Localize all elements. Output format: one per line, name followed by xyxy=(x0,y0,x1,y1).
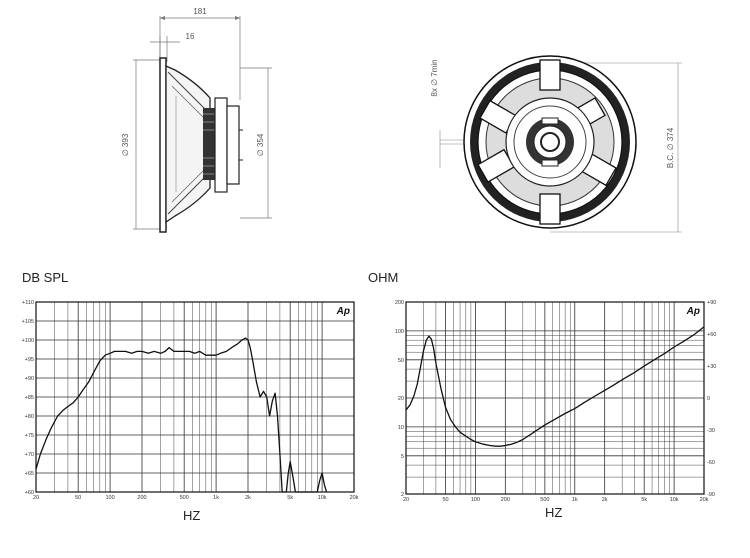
y-tick-label: +100 xyxy=(22,338,34,344)
impedance-chart-title: OHM xyxy=(368,270,399,285)
x-tick-label: 100 xyxy=(471,497,480,503)
phase-tick-label: +60 xyxy=(707,332,716,338)
y-tick-label: 50 xyxy=(398,358,404,364)
y-tick-label: 20 xyxy=(398,396,404,402)
x-tick-label: 50 xyxy=(75,495,81,501)
y-tick-label: +70 xyxy=(25,452,34,458)
y-tick-label: +65 xyxy=(25,471,34,477)
dim-depth-label: 181 xyxy=(193,7,207,16)
y-tick-label: +60 xyxy=(25,490,34,496)
x-tick-label: 2k xyxy=(245,495,251,501)
series-line xyxy=(405,326,705,447)
phase-tick-label: -90 xyxy=(707,492,715,498)
y-tick-label: +95 xyxy=(25,357,34,363)
dim-bolt-circle-label: B.C. ∅ 374 xyxy=(666,127,675,168)
ap-logo: Ap xyxy=(686,306,700,317)
x-tick-label: 10k xyxy=(318,495,327,501)
x-tick-label: 5k xyxy=(287,495,293,501)
x-tick-label: 5k xyxy=(641,497,647,503)
dim-holes-label: 8x ∅ 7min xyxy=(430,59,439,96)
x-tick-label: 500 xyxy=(180,495,189,501)
x-tick-label: 1k xyxy=(213,495,219,501)
dim-cutout-dia-label: ∅ 354 xyxy=(256,133,265,156)
spl-x-axis-label: HZ xyxy=(183,508,201,523)
y-tick-label: 200 xyxy=(395,300,404,306)
y-tick-label: 5 xyxy=(401,454,404,460)
x-tick-label: 200 xyxy=(501,497,510,503)
x-tick-label: 20 xyxy=(33,495,39,501)
x-tick-label: 200 xyxy=(137,495,146,501)
phase-tick-label: +30 xyxy=(707,364,716,370)
y-tick-label: +75 xyxy=(25,433,34,439)
x-tick-label: 20k xyxy=(700,497,709,503)
x-tick-label: 100 xyxy=(105,495,114,501)
dim-flange-label: 16 xyxy=(186,32,195,41)
phase-tick-label: +90 xyxy=(707,300,716,306)
x-tick-label: 20 xyxy=(403,497,409,503)
x-tick-label: 1k xyxy=(572,497,578,503)
phase-tick-label: -60 xyxy=(707,460,715,466)
y-tick-label: 100 xyxy=(395,329,404,335)
y-tick-label: +105 xyxy=(22,319,34,325)
series-line xyxy=(35,337,328,493)
x-tick-label: 20k xyxy=(350,495,359,501)
spl-frequency-response-chart: 20 50 100 200 500 1k 2k 5k 10k 20k +110 +105 +100 +95… xyxy=(22,300,359,501)
y-tick-label: +80 xyxy=(25,414,34,420)
x-tick-label: 2k xyxy=(602,497,608,503)
spl-chart-title: DB SPL xyxy=(22,270,69,285)
x-tick-label: 10k xyxy=(670,497,679,503)
speaker-front-view-drawing: B.C. ∅ 374 8x ∅ 7min xyxy=(430,55,682,233)
dim-outer-dia-label: ∅ 393 xyxy=(121,133,130,156)
plot-frame xyxy=(405,301,705,495)
x-tick-label: 500 xyxy=(540,497,549,503)
y-tick-label: +85 xyxy=(25,395,34,401)
x-tick-label: 50 xyxy=(442,497,448,503)
y-tick-label: 2 xyxy=(401,492,404,498)
impedance-chart: 20 50 100 200 500 1k 2k 5k 10k 20k 200 100 50 20 10 5 2 +… xyxy=(395,300,717,503)
impedance-x-axis-label: HZ xyxy=(545,505,563,520)
y-tick-label: 10 xyxy=(398,425,404,431)
y-tick-label: +110 xyxy=(22,300,34,306)
y-tick-label: +90 xyxy=(25,376,34,382)
speaker-side-view-drawing: 181 16 ∅ 393 ∅ 354 xyxy=(121,7,272,233)
phase-tick-label: -30 xyxy=(707,428,715,434)
ap-logo: Ap xyxy=(336,306,350,317)
phase-tick-label: 0 xyxy=(707,396,710,402)
plot-frame xyxy=(35,301,355,493)
